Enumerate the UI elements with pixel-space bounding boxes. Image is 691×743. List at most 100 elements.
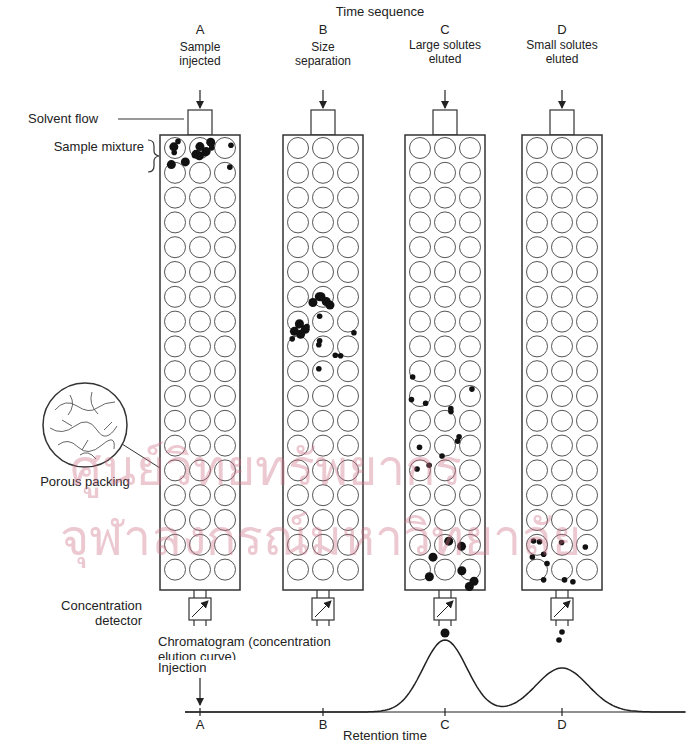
packing-bead [527,162,548,183]
packing-bead [338,237,359,258]
packing-bead [552,485,573,506]
packing-bead [435,311,456,332]
solute [469,386,475,392]
packing-bead [577,212,598,233]
packing-bead [577,485,598,506]
solute [441,629,450,638]
packing-bead [410,386,431,407]
packing-bead [460,435,481,456]
packing-bead [288,361,309,382]
packing-bead [435,286,456,307]
solute [192,153,198,159]
packing-bead [190,336,211,357]
packing-bead [165,262,186,283]
packing-bead [313,386,334,407]
inlet-tube [550,110,574,135]
step-letter: A [155,22,245,37]
packing-bead [552,460,573,481]
packing-bead [215,212,236,233]
packing-bead [552,311,573,332]
outlet [193,590,194,598]
solute [425,572,434,581]
outlet [328,620,329,626]
packing-bead [190,386,211,407]
packing-bead [527,460,548,481]
packing-bead [190,262,211,283]
axis-tick-label: A [190,717,210,732]
packing-bead [460,460,481,481]
heading: Time sequence [300,4,460,19]
detector-arrow [437,601,453,617]
solute [541,577,547,583]
packing-bead [338,286,359,307]
packing-bead [288,187,309,208]
solute [470,577,479,586]
solute [171,150,177,156]
solute [583,544,589,550]
watermark: ศูนย์วิทยทรัพยากร [70,440,462,496]
solute [423,400,429,406]
packing-bead [215,262,236,283]
packing-bead [313,410,334,431]
packing-bead [410,187,431,208]
inlet-tube [188,110,212,135]
packing-bead [190,162,211,183]
packing-bead [338,212,359,233]
part-label: Concentration detector [14,598,142,628]
packing-bead [460,386,481,407]
packing-bead [577,435,598,456]
step-letter: D [517,22,607,37]
packing-bead [552,237,573,258]
packing-bead [435,361,456,382]
solute [317,338,323,344]
packing-bead [435,237,456,258]
packing-bead [527,410,548,431]
packing-bead [313,187,334,208]
flow-arrow [444,90,445,108]
packing-bead [313,262,334,283]
packing-bead [165,410,186,431]
solute [316,366,322,372]
solute [326,301,335,310]
step-caption: Sample injected [160,40,240,68]
solute [289,336,295,342]
packing-bead [410,311,431,332]
packing-bead [435,187,456,208]
packing-bead [527,138,548,159]
packing-bead [338,138,359,159]
packing-bead [460,162,481,183]
solute [317,292,326,301]
packing-bead [215,386,236,407]
packing-bead [165,187,186,208]
solute [457,566,466,575]
step-letter: C [400,22,490,37]
packing-bead [410,262,431,283]
watermark: จุฬาลงกรณ์มหาวิทยาลัย [60,510,581,566]
axis-tick-label: C [435,717,455,732]
packing-bead [288,162,309,183]
packing-bead [460,485,481,506]
packing-bead [313,138,334,159]
packing-bead [460,286,481,307]
packing-bead [313,361,334,382]
packing-bead [410,286,431,307]
packing-bead [552,162,573,183]
marker-label: Injection [158,660,248,675]
solute [195,142,204,151]
packing-bead [527,361,548,382]
packing-bead [460,410,481,431]
packing-bead [527,311,548,332]
packing-bead [460,138,481,159]
packing-bead [552,138,573,159]
outlet [567,620,568,626]
packing-bead [410,361,431,382]
solute [559,629,565,635]
packing-bead [552,361,573,382]
packing-bead [313,311,334,332]
packing-bead [338,162,359,183]
detector-arrow [554,601,570,617]
packing-bead [577,460,598,481]
packing-bead [435,138,456,159]
packing-bead [527,286,548,307]
